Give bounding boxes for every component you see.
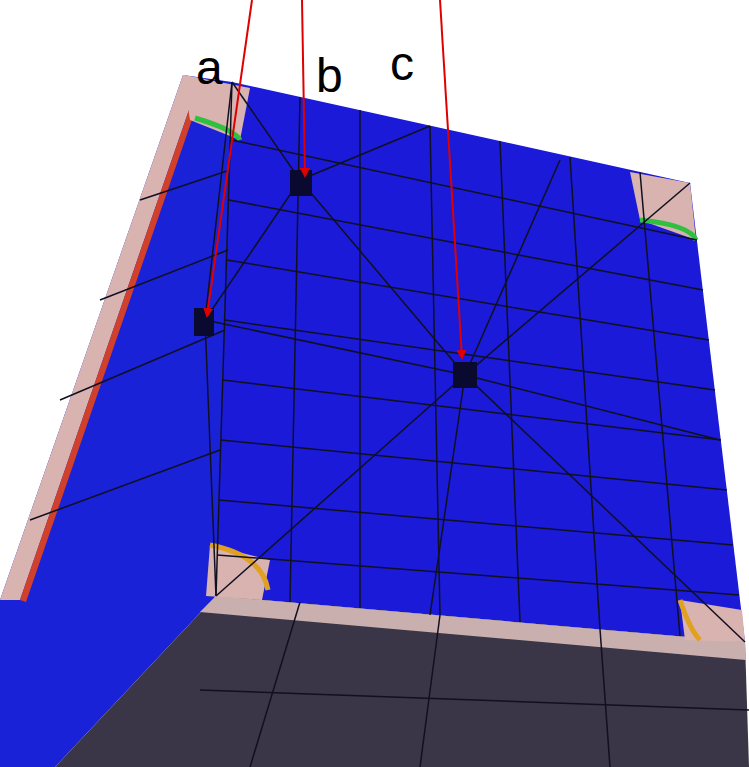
mesh-refinement	[194, 170, 477, 388]
callout-letter: a	[196, 44, 223, 92]
corner-patch	[680, 600, 745, 642]
callout-letter: b	[316, 52, 343, 100]
leader-arrows	[207, 0, 462, 358]
edge-band	[0, 75, 200, 600]
mesh-lines	[30, 82, 749, 767]
edge-band	[200, 596, 746, 660]
edge-band	[20, 78, 206, 602]
front-face	[216, 82, 745, 642]
callout-letter: c	[390, 40, 414, 88]
bottom-face	[55, 596, 749, 767]
